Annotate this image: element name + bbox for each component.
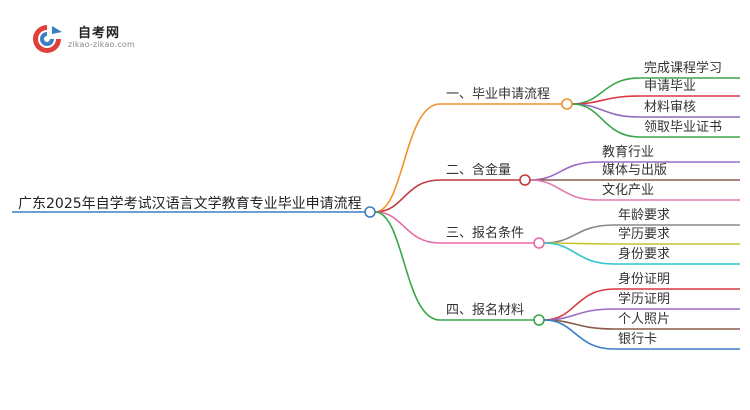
leaf-node[interactable]: 教育行业 [602, 145, 655, 160]
branch-node[interactable]: 一、毕业申请流程 [446, 87, 551, 102]
branch-node[interactable]: 三、报名条件 [446, 226, 525, 241]
leaf-node[interactable]: 领取毕业证书 [644, 120, 723, 135]
leaf-node[interactable]: 银行卡 [618, 332, 658, 347]
leaf-node[interactable]: 文化产业 [602, 183, 655, 198]
leaf-node[interactable]: 身份证明 [618, 272, 671, 287]
leaf-connector [543, 224, 615, 244]
logo-title: 自考网 [78, 26, 121, 41]
site-logo[interactable]: 自考网 zikao-zikao.com [30, 20, 140, 60]
leaf-connector [571, 103, 641, 138]
branch-connector [374, 179, 441, 213]
root-toggle[interactable] [364, 206, 376, 218]
leaf-connector [529, 179, 599, 201]
branch-connector [374, 211, 441, 244]
leaf-node[interactable]: 学历要求 [618, 227, 671, 242]
leaf-node[interactable]: 个人照片 [618, 312, 671, 327]
branch-toggle[interactable] [533, 237, 545, 249]
leaf-node[interactable]: 身份要求 [618, 247, 671, 262]
leaf-connector [529, 161, 599, 181]
branch-toggle[interactable] [533, 314, 545, 326]
root-node[interactable]: 广东2025年自学考试汉语言文学教育专业毕业申请流程 [18, 196, 362, 212]
leaf-connector [571, 95, 641, 105]
logo-subtitle: zikao-zikao.com [68, 40, 135, 49]
leaf-node[interactable]: 材料审核 [644, 100, 697, 115]
leaf-connector [543, 288, 615, 321]
branch-node[interactable]: 二、含金量 [446, 163, 512, 178]
branch-toggle[interactable] [561, 98, 573, 110]
leaf-connector [543, 242, 615, 265]
leaf-node[interactable]: 学历证明 [618, 292, 671, 307]
branch-node[interactable]: 四、报名材料 [446, 303, 525, 318]
leaf-connector [543, 319, 615, 350]
leaf-node[interactable]: 申请毕业 [644, 79, 697, 94]
leaf-node[interactable]: 完成课程学习 [644, 61, 723, 76]
branch-connector [374, 103, 441, 213]
branch-connector [374, 211, 441, 321]
logo-mark-icon [33, 25, 62, 53]
leaf-node[interactable]: 媒体与出版 [602, 163, 668, 178]
branch-toggle[interactable] [519, 174, 531, 186]
leaf-node[interactable]: 年龄要求 [618, 208, 671, 223]
